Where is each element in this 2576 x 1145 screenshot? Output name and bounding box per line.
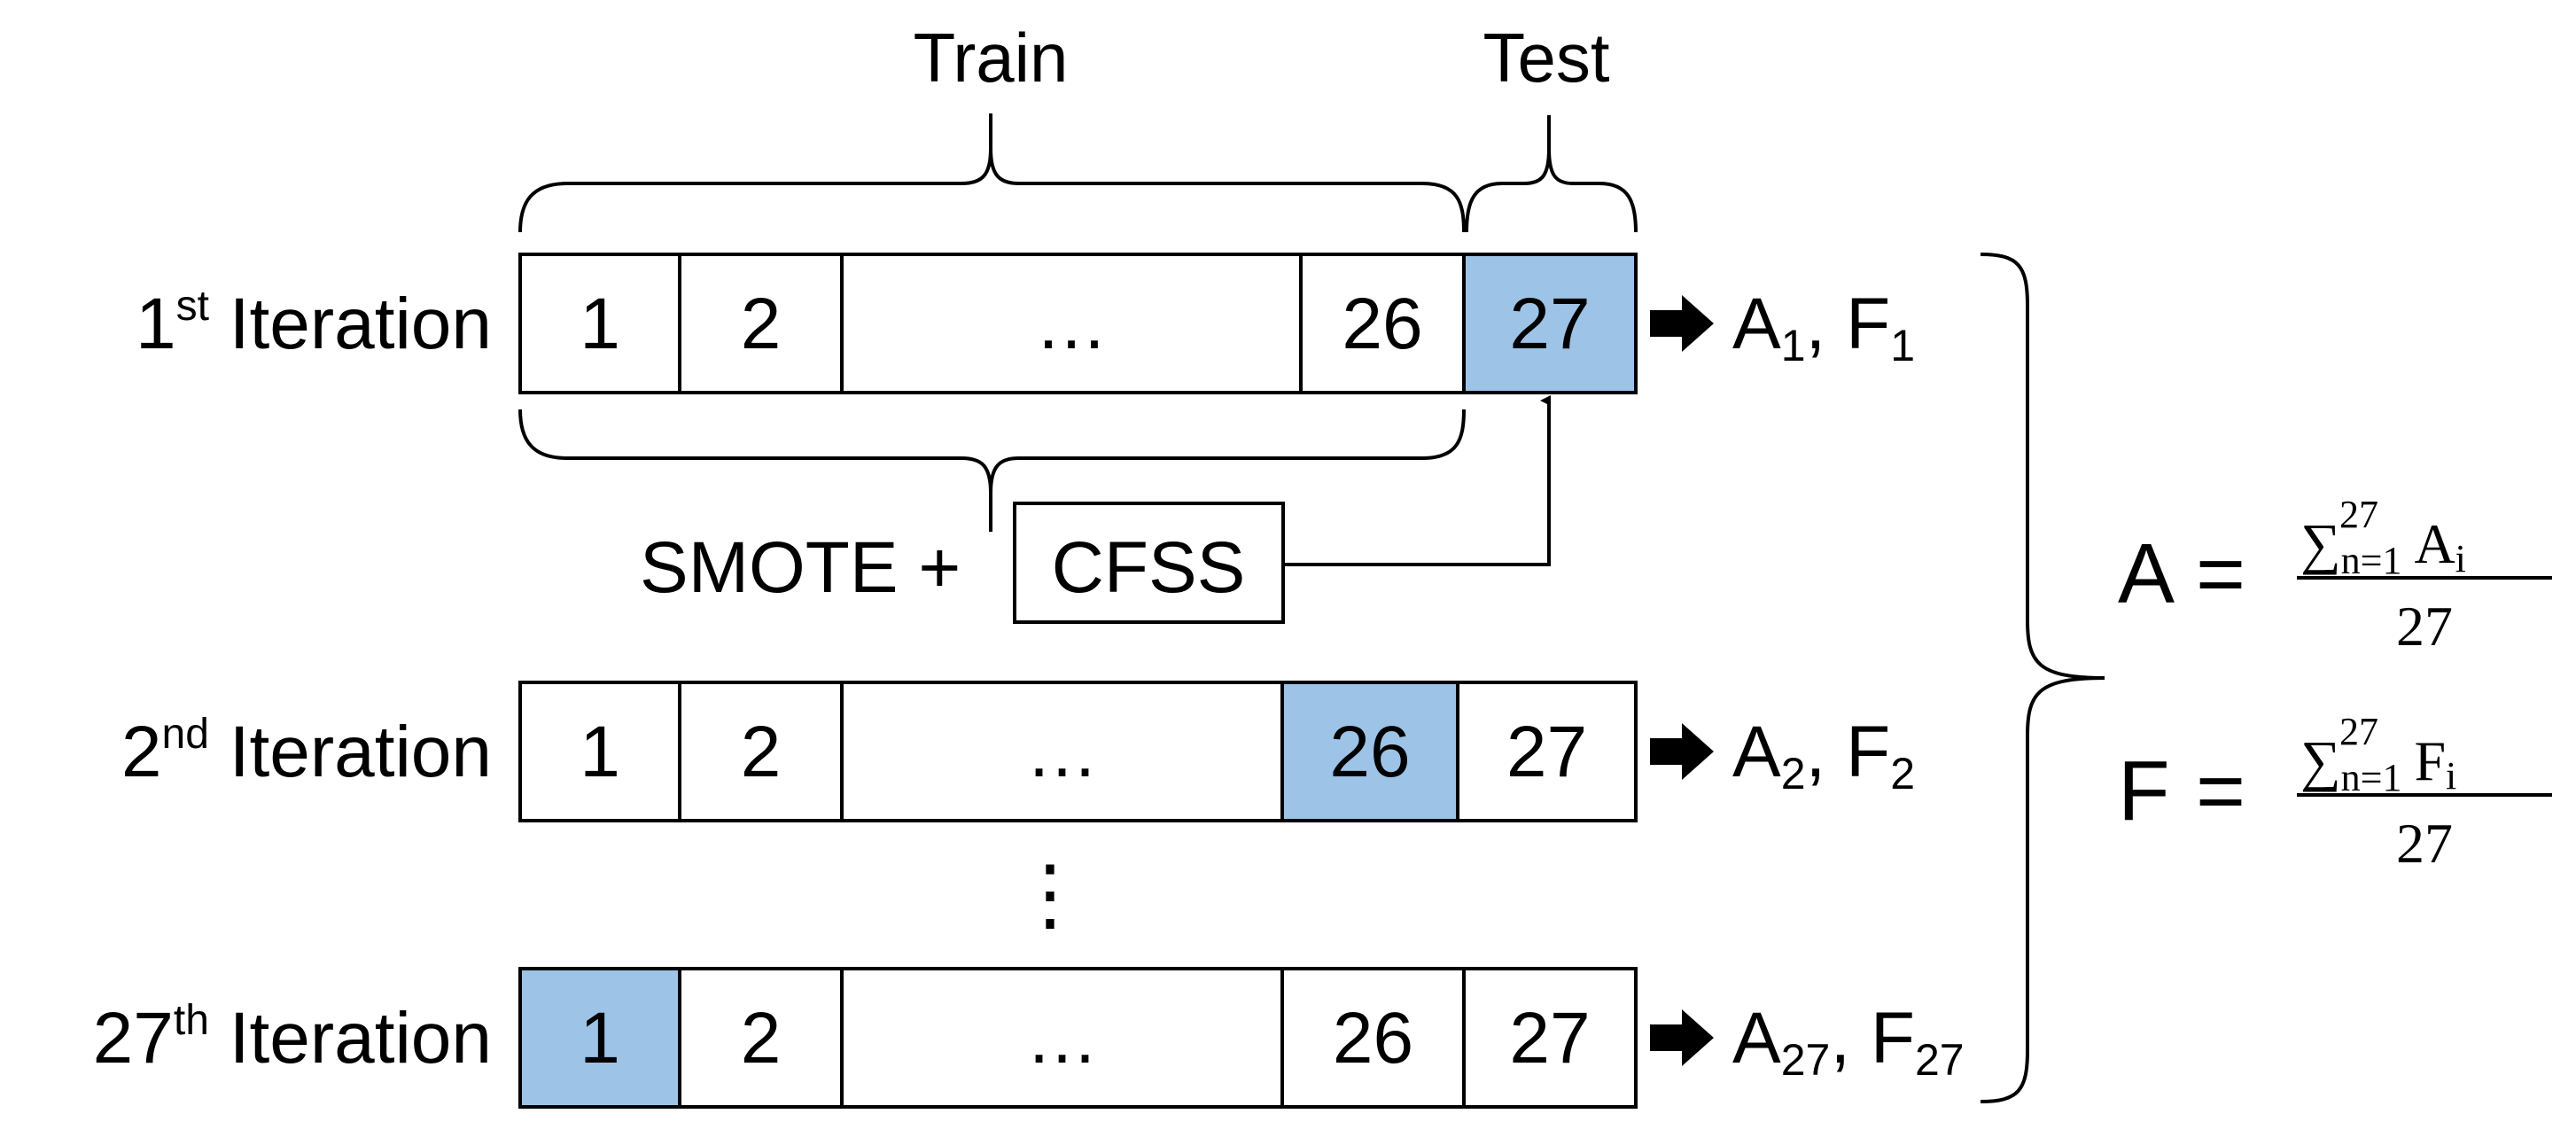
test-label: Test <box>1483 19 1609 97</box>
result-a-sub: 2 <box>1781 749 1806 798</box>
fold-number: 26 <box>1329 712 1410 792</box>
result-a-sub: 1 <box>1781 321 1806 370</box>
formula-lhs: A <box>2118 526 2175 621</box>
fold-cell <box>1280 967 1466 1109</box>
formula-numerator: ∑n=1 Ai <box>2300 512 2466 582</box>
result-f: F <box>1846 284 1890 364</box>
iteration-label: 27th Iteration <box>93 997 492 1079</box>
formula-denominator: 27 <box>2396 595 2453 658</box>
iteration-suffix: st <box>176 283 209 330</box>
iteration-result: A27, F27 <box>1732 998 1965 1085</box>
iteration-ordinal: 2 <box>121 712 162 792</box>
iteration-result: A2, F2 <box>1732 712 1915 798</box>
fold-cell-test <box>1280 681 1459 822</box>
result-sep: , <box>1830 998 1871 1079</box>
fold-cell <box>840 681 1284 822</box>
sum-sub: n=1 <box>2341 756 2402 799</box>
train-brace-bottom <box>518 409 1466 532</box>
sum-sub: n=1 <box>2341 539 2402 582</box>
iteration-suffix: nd <box>162 711 209 758</box>
result-f-sub: 1 <box>1890 321 1915 370</box>
iteration-word: Iteration <box>209 998 492 1079</box>
iteration-ordinal: 1 <box>136 284 176 364</box>
fold-number: 1 <box>580 998 620 1079</box>
result-f-sub: 27 <box>1915 1035 1965 1085</box>
fold-cell <box>518 681 681 822</box>
iteration-word: Iteration <box>209 284 492 364</box>
results-brace <box>1980 253 2105 1103</box>
iteration-label: 1st Iteration <box>136 283 492 364</box>
average-formula: F = ∑n=1 Fi 27 27 <box>2118 710 2552 875</box>
test-brace-top <box>1465 115 1638 233</box>
formula-eq: = <box>2196 526 2245 621</box>
cfss-to-test-arrow <box>1283 395 1551 566</box>
fold-number: 2 <box>741 284 782 364</box>
sum-sup: 27 <box>2339 493 2378 536</box>
formula-eq: = <box>2196 744 2245 838</box>
iteration-word: Iteration <box>209 712 492 792</box>
cfss-label: CFSS <box>1052 527 1246 608</box>
fold-number: … <box>1026 712 1099 792</box>
result-f: F <box>1871 998 1915 1079</box>
fold-cell-test <box>1462 253 1638 394</box>
result-a: A <box>1732 712 1781 792</box>
train-label: Train <box>914 19 1069 97</box>
sum-icon: ∑ <box>2300 729 2341 792</box>
result-arrow-icon <box>1650 723 1714 780</box>
iteration-result: A1, F1 <box>1732 284 1915 370</box>
fold-cell <box>678 681 844 822</box>
formula-denominator: 27 <box>2396 812 2453 875</box>
fold-cell <box>840 967 1284 1109</box>
result-arrow-icon <box>1650 1009 1714 1066</box>
fold-number: 1 <box>580 712 620 792</box>
fold-number: 1 <box>580 284 620 364</box>
iteration-label: 2nd Iteration <box>121 711 492 792</box>
result-arrow-icon <box>1650 295 1714 352</box>
fold-number: 27 <box>1509 284 1590 364</box>
result-a: A <box>1732 284 1781 364</box>
fold-cell <box>678 967 844 1109</box>
vertical-ellipsis: ⋮ <box>1010 851 1090 939</box>
result-a-sub: 27 <box>1781 1035 1831 1085</box>
sum-sup: 27 <box>2339 710 2378 753</box>
fold-number: 27 <box>1506 712 1587 792</box>
fold-cell <box>1456 681 1638 822</box>
result-sep: , <box>1806 712 1847 792</box>
fold-cell <box>840 253 1303 394</box>
sum-icon: ∑ <box>2300 512 2341 575</box>
result-f: F <box>1846 712 1890 792</box>
fold-number: 27 <box>1509 998 1590 1079</box>
fold-cell <box>1462 967 1638 1109</box>
fold-number: 2 <box>741 998 782 1079</box>
result-a: A <box>1732 998 1781 1079</box>
sum-term: A <box>2414 512 2455 575</box>
fold-number: 2 <box>741 712 782 792</box>
result-f-sub: 2 <box>1890 749 1915 798</box>
sum-term-sub: i <box>2446 754 2456 798</box>
fold-number: 26 <box>1342 284 1422 364</box>
iteration-ordinal: 27 <box>93 998 174 1079</box>
formula-lhs: F <box>2118 744 2170 838</box>
cfss-box <box>1013 502 1285 624</box>
fold-cell <box>678 253 844 394</box>
formula-numerator: ∑n=1 Fi <box>2300 729 2456 799</box>
sum-term-sub: i <box>2455 537 2466 580</box>
train-brace-top <box>518 113 1466 233</box>
smote-label: SMOTE + <box>640 527 961 608</box>
result-sep: , <box>1806 284 1847 364</box>
fold-number: 26 <box>1333 998 1413 1079</box>
fold-number: … <box>1035 284 1108 364</box>
iteration-suffix: th <box>174 997 209 1044</box>
sum-term: F <box>2414 729 2446 792</box>
fold-cell <box>518 253 681 394</box>
fold-number: … <box>1026 998 1099 1079</box>
